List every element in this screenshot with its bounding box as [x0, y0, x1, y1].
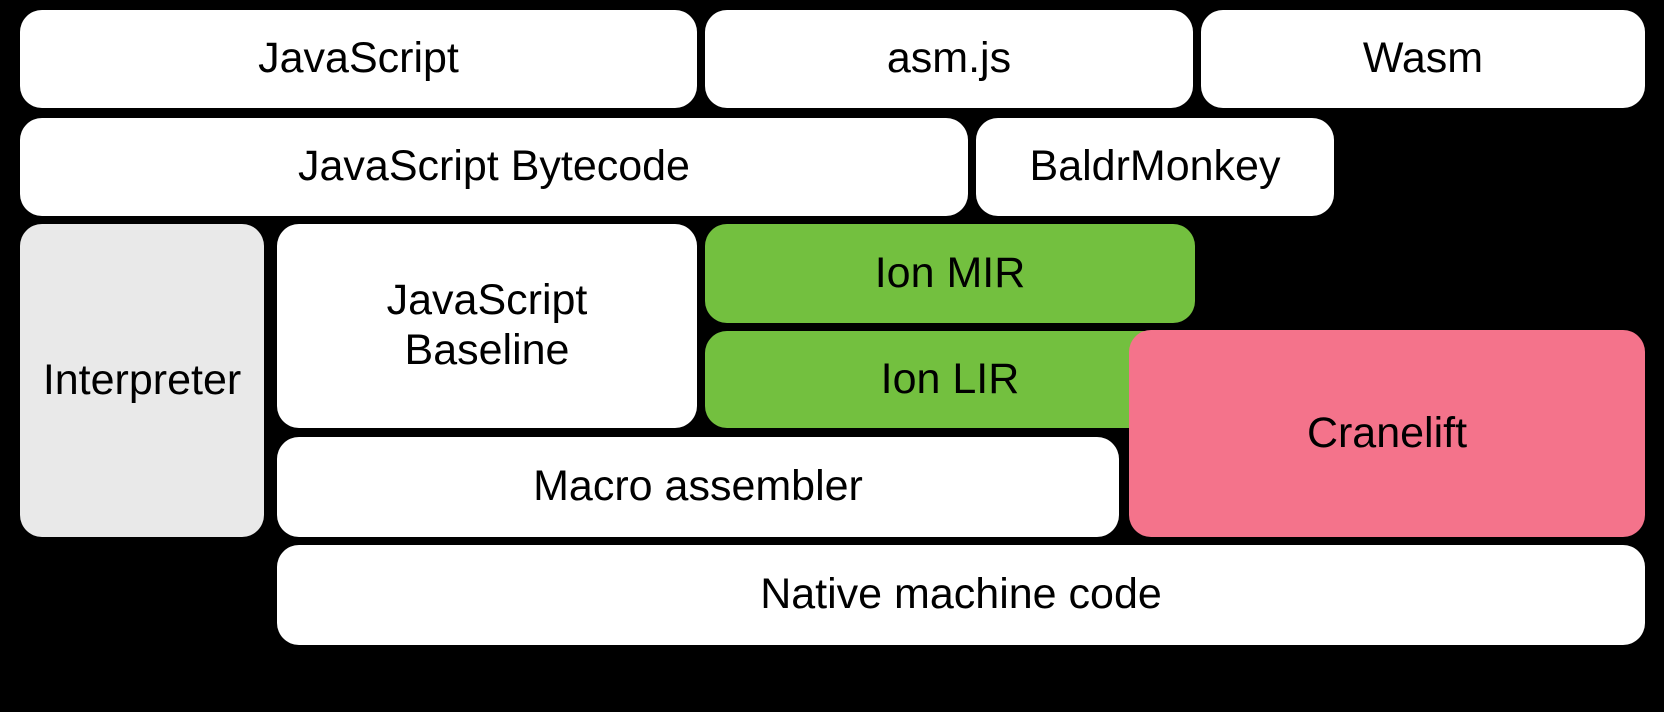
node-javascript-bytecode-label: JavaScript Bytecode: [298, 142, 690, 191]
node-macro-assembler-label: Macro assembler: [533, 462, 863, 511]
node-interpreter[interactable]: Interpreter: [20, 224, 264, 537]
node-javascript-label: JavaScript: [258, 34, 459, 83]
node-javascript-bytecode[interactable]: JavaScript Bytecode: [20, 118, 968, 216]
node-wasm[interactable]: Wasm: [1201, 10, 1645, 108]
node-wasm-label: Wasm: [1362, 34, 1484, 83]
node-baldrmonkey[interactable]: BaldrMonkey: [976, 118, 1334, 216]
node-asm-js-label: asm.js: [886, 34, 1012, 83]
node-ion-mir[interactable]: Ion MIR: [705, 224, 1195, 323]
node-javascript-baseline[interactable]: JavaScript Baseline: [277, 224, 697, 428]
node-macro-assembler[interactable]: Macro assembler: [277, 437, 1119, 537]
node-baldrmonkey-label: BaldrMonkey: [1029, 142, 1281, 191]
node-cranelift-label: Cranelift: [1306, 408, 1468, 457]
node-ion-mir-label: Ion MIR: [874, 248, 1026, 297]
node-asm-js[interactable]: asm.js: [705, 10, 1193, 108]
node-interpreter-label: Interpreter: [42, 355, 242, 404]
node-javascript-baseline-label: JavaScript Baseline: [386, 276, 588, 374]
node-javascript[interactable]: JavaScript: [20, 10, 697, 108]
node-ion-lir-label: Ion LIR: [880, 354, 1020, 403]
node-ion-lir[interactable]: Ion LIR: [705, 331, 1195, 428]
node-native-machine-code[interactable]: Native machine code: [277, 545, 1645, 645]
node-cranelift[interactable]: Cranelift: [1129, 330, 1645, 537]
node-native-machine-code-label: Native machine code: [760, 570, 1162, 619]
